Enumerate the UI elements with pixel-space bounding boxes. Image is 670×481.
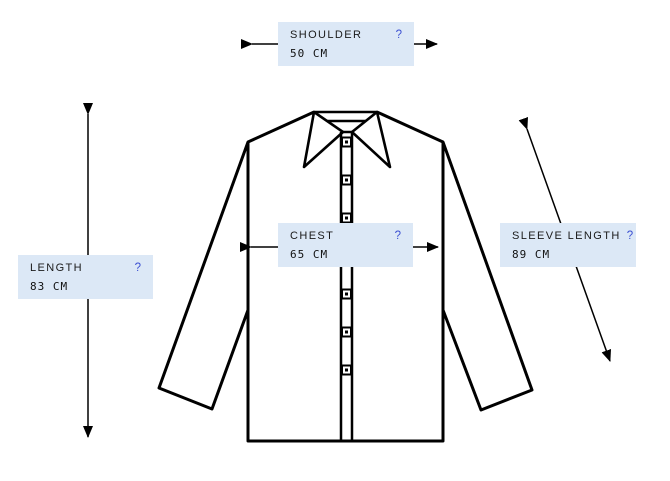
sleeve-length-label: SLEEVE LENGTH bbox=[512, 230, 621, 242]
sleeve-length-value: 89 CM bbox=[512, 248, 551, 261]
help-icon[interactable]: ? bbox=[395, 29, 402, 41]
chest-measurement-label: CHEST ? 65 CM bbox=[278, 223, 413, 267]
shoulder-label: SHOULDER bbox=[290, 29, 363, 41]
shirt-body bbox=[246, 110, 445, 443]
length-label: LENGTH bbox=[30, 262, 84, 274]
shoulder-value: 50 CM bbox=[290, 47, 329, 60]
sleeve-length-measurement-label: SLEEVE LENGTH ? 89 CM bbox=[500, 223, 636, 267]
help-icon[interactable]: ? bbox=[394, 230, 401, 242]
shoulder-measurement-label: SHOULDER ? 50 CM bbox=[278, 22, 414, 66]
length-value: 83 CM bbox=[30, 280, 69, 293]
chest-label: CHEST bbox=[290, 230, 335, 242]
help-icon[interactable]: ? bbox=[626, 230, 634, 242]
shirt-collar bbox=[302, 110, 392, 169]
help-icon[interactable]: ? bbox=[134, 262, 141, 274]
chest-value: 65 CM bbox=[290, 248, 329, 261]
length-measurement-label: LENGTH ? 83 CM bbox=[18, 255, 153, 299]
